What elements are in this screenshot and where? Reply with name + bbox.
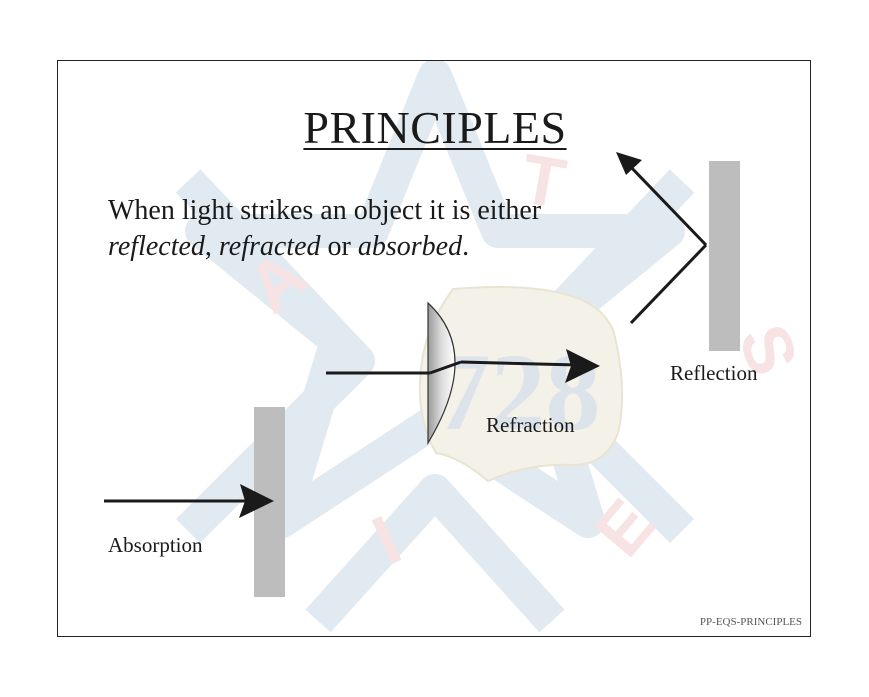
reflection-ray: [616, 152, 708, 325]
intro-absorbed: absorbed: [357, 231, 463, 262]
intro-text: When light strikes an object it is eithe…: [108, 193, 668, 265]
reflection-arrowhead: [616, 152, 642, 175]
watermark-shield: [418, 286, 624, 483]
slide-footer-code: PP-EQS-PRINCIPLES: [699, 616, 802, 628]
refraction-ray: [326, 349, 600, 383]
refraction-label: Refraction: [486, 413, 575, 437]
slide: T A S I E 728: [57, 60, 811, 637]
intro-end: .: [462, 231, 470, 262]
optics-diagram: [104, 152, 740, 597]
intro-sep-1: ,: [204, 231, 219, 262]
slide-title-text: PRINCIPLES: [303, 102, 567, 153]
watermark-number: 728: [436, 331, 601, 453]
intro-sep-2: or: [320, 231, 358, 262]
refraction-arrowhead: [565, 349, 600, 383]
absorption-label: Absorption: [108, 533, 203, 557]
reflection-label: Reflection: [670, 361, 758, 385]
absorption-arrowhead: [239, 484, 274, 518]
absorption-ray: [104, 484, 274, 518]
intro-reflected: reflected: [108, 231, 205, 262]
intro-line-1: When light strikes an object it is eithe…: [108, 195, 542, 226]
reflection-surface: [709, 161, 740, 351]
intro-refracted: refracted: [218, 231, 321, 262]
refraction-lens: [427, 301, 456, 446]
slide-title: PRINCIPLES: [58, 101, 810, 154]
iatse-watermark: T A S I E 728: [175, 61, 810, 633]
